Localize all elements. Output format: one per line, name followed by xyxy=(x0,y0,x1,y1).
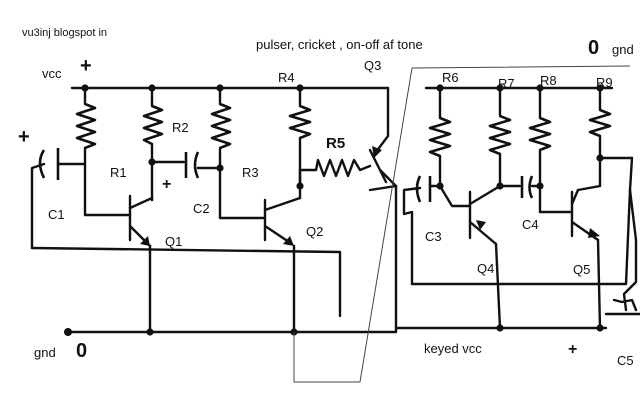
keyed-vcc-bracket xyxy=(293,65,631,383)
resistor-r9 xyxy=(576,86,634,192)
capacitor-c2 xyxy=(150,151,222,179)
transistor-q4 xyxy=(468,184,502,330)
label-q5: Q5 xyxy=(573,262,590,277)
capacitor-c4 xyxy=(498,175,542,199)
label-c1: C1 xyxy=(48,207,65,222)
label-r2: R2 xyxy=(172,120,189,135)
feedback-loop-right xyxy=(410,156,638,312)
capacitor-c3 xyxy=(402,175,442,286)
gnd-right-zero: 0 xyxy=(588,37,599,59)
label-r8: R8 xyxy=(540,73,557,88)
keyed-vcc-label: keyed vcc xyxy=(424,341,482,356)
resistor-r5 xyxy=(298,158,372,188)
feedback-loop xyxy=(30,246,342,318)
transistor-q1 xyxy=(128,194,154,334)
resistor-r8 xyxy=(528,86,574,214)
label-r4: R4 xyxy=(278,70,295,85)
c2-plus-sign: + xyxy=(162,176,171,193)
transistor-q5 xyxy=(570,188,602,330)
vcc-rail xyxy=(70,84,390,92)
label-c4: C4 xyxy=(522,217,539,232)
resistor-r1 xyxy=(75,86,132,217)
resistor-r2 xyxy=(142,86,164,202)
blog-watermark: vu3inj blogspot in xyxy=(22,27,107,39)
c1-plus-sign: + xyxy=(18,126,30,148)
capacitor-c1 xyxy=(30,148,87,250)
label-c5: C5 xyxy=(617,353,634,368)
label-r5: R5 xyxy=(326,135,345,152)
resistor-r6 xyxy=(428,86,472,208)
label-r6: R6 xyxy=(442,70,459,85)
resistor-r7 xyxy=(488,86,512,190)
keyed-rail xyxy=(424,84,614,92)
gnd-rail-left xyxy=(64,328,398,336)
gnd-left-zero: 0 xyxy=(76,340,87,362)
label-c3: C3 xyxy=(425,229,442,244)
transistor-q3 xyxy=(368,86,398,334)
label-q3: Q3 xyxy=(364,58,381,73)
gnd-rail-right xyxy=(394,312,640,332)
keyed-plus-sign: + xyxy=(568,341,577,358)
label-r1: R1 xyxy=(110,165,127,180)
resistor-r4 xyxy=(288,86,312,200)
label-r3: R3 xyxy=(242,165,259,180)
transistor-q2 xyxy=(263,196,302,334)
gnd-right-label: gnd xyxy=(612,42,634,57)
vcc-plus-sign: + xyxy=(80,55,92,77)
circuit-title: pulser, cricket , on-off af tone xyxy=(256,37,423,52)
label-c2: C2 xyxy=(193,201,210,216)
vcc-label: vcc xyxy=(42,66,62,81)
label-q1: Q1 xyxy=(165,234,182,249)
resistor-r3 xyxy=(210,86,267,220)
label-q4: Q4 xyxy=(477,261,494,276)
gnd-left-label: gnd xyxy=(34,345,56,360)
label-q2: Q2 xyxy=(306,224,323,239)
